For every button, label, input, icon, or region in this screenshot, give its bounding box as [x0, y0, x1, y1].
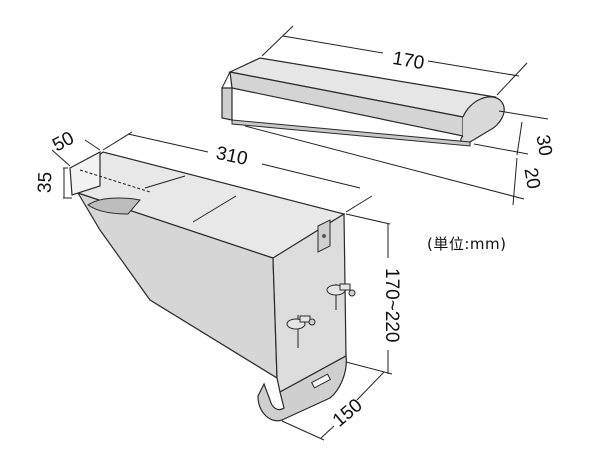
- wing-bolt-lower-icon: [286, 315, 316, 348]
- bracket-length-label: 310: [214, 143, 249, 170]
- bracket-top-height-label: 35: [35, 172, 57, 194]
- bracket-dimension-lines: [51, 131, 393, 441]
- clip-lower-strip: [231, 119, 471, 147]
- bracket-slot: [310, 373, 332, 389]
- clip-dimension-lines: [244, 25, 549, 206]
- clip-length-label: 170: [391, 48, 426, 74]
- clip-part: [221, 57, 505, 147]
- clip-left-bend: [221, 71, 231, 89]
- clip-thickness-label: 20: [519, 166, 543, 190]
- clip-depth-label: 30: [531, 133, 555, 157]
- bracket-base-label: 150: [329, 395, 367, 431]
- bracket-drop-label: 170~220: [381, 268, 402, 343]
- bracket-part: [69, 151, 347, 422]
- clip-left-lip: [221, 87, 233, 121]
- bracket-cut-notch: [87, 197, 141, 215]
- bracket-bottom-hook: [257, 355, 347, 422]
- bracket-open-end: [69, 151, 101, 196]
- unit-note: (単位:mm): [427, 235, 507, 253]
- wing-bolt-upper-icon: [326, 283, 356, 310]
